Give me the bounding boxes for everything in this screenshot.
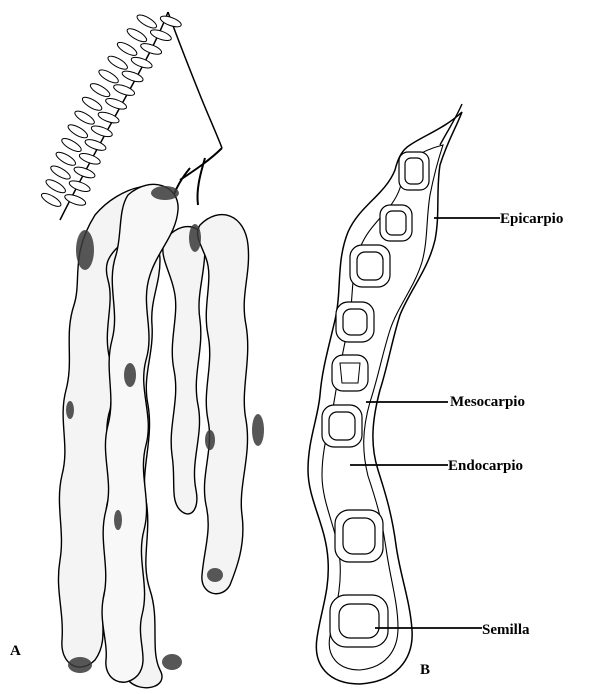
label-mesocarpio: Mesocarpio	[450, 394, 525, 410]
leaflet	[40, 191, 63, 209]
label-epicarpio: Epicarpio	[500, 211, 563, 227]
panel-b-label: B	[420, 662, 430, 678]
leaflet	[135, 13, 158, 31]
leaflet	[60, 136, 83, 154]
leaflet	[54, 150, 77, 168]
leaflet	[125, 26, 148, 44]
leaflet	[106, 54, 129, 72]
pod-tip	[440, 104, 462, 145]
compound-leaf-icon	[40, 12, 222, 220]
label-semilla: Semilla	[482, 622, 530, 638]
leaflet	[121, 69, 144, 84]
leaflet	[81, 95, 104, 113]
leaflet	[139, 41, 162, 56]
leaflet	[66, 122, 89, 140]
leaflet	[73, 165, 96, 180]
leaflet	[49, 164, 72, 182]
leaflet	[44, 177, 67, 195]
panel-b-section: Epicarpio Mesocarpio Endocarpio Semilla …	[308, 104, 563, 684]
leaflet	[84, 137, 107, 152]
panel-a-illustration: A	[10, 12, 264, 688]
panel-a-label: A	[10, 643, 21, 659]
pod-outline-epicarp	[308, 112, 462, 684]
leaflet	[116, 40, 139, 58]
leaflet	[89, 81, 112, 99]
leaflet	[97, 67, 120, 85]
leaflet	[73, 109, 96, 127]
label-endocarpio: Endocarpio	[448, 458, 523, 474]
